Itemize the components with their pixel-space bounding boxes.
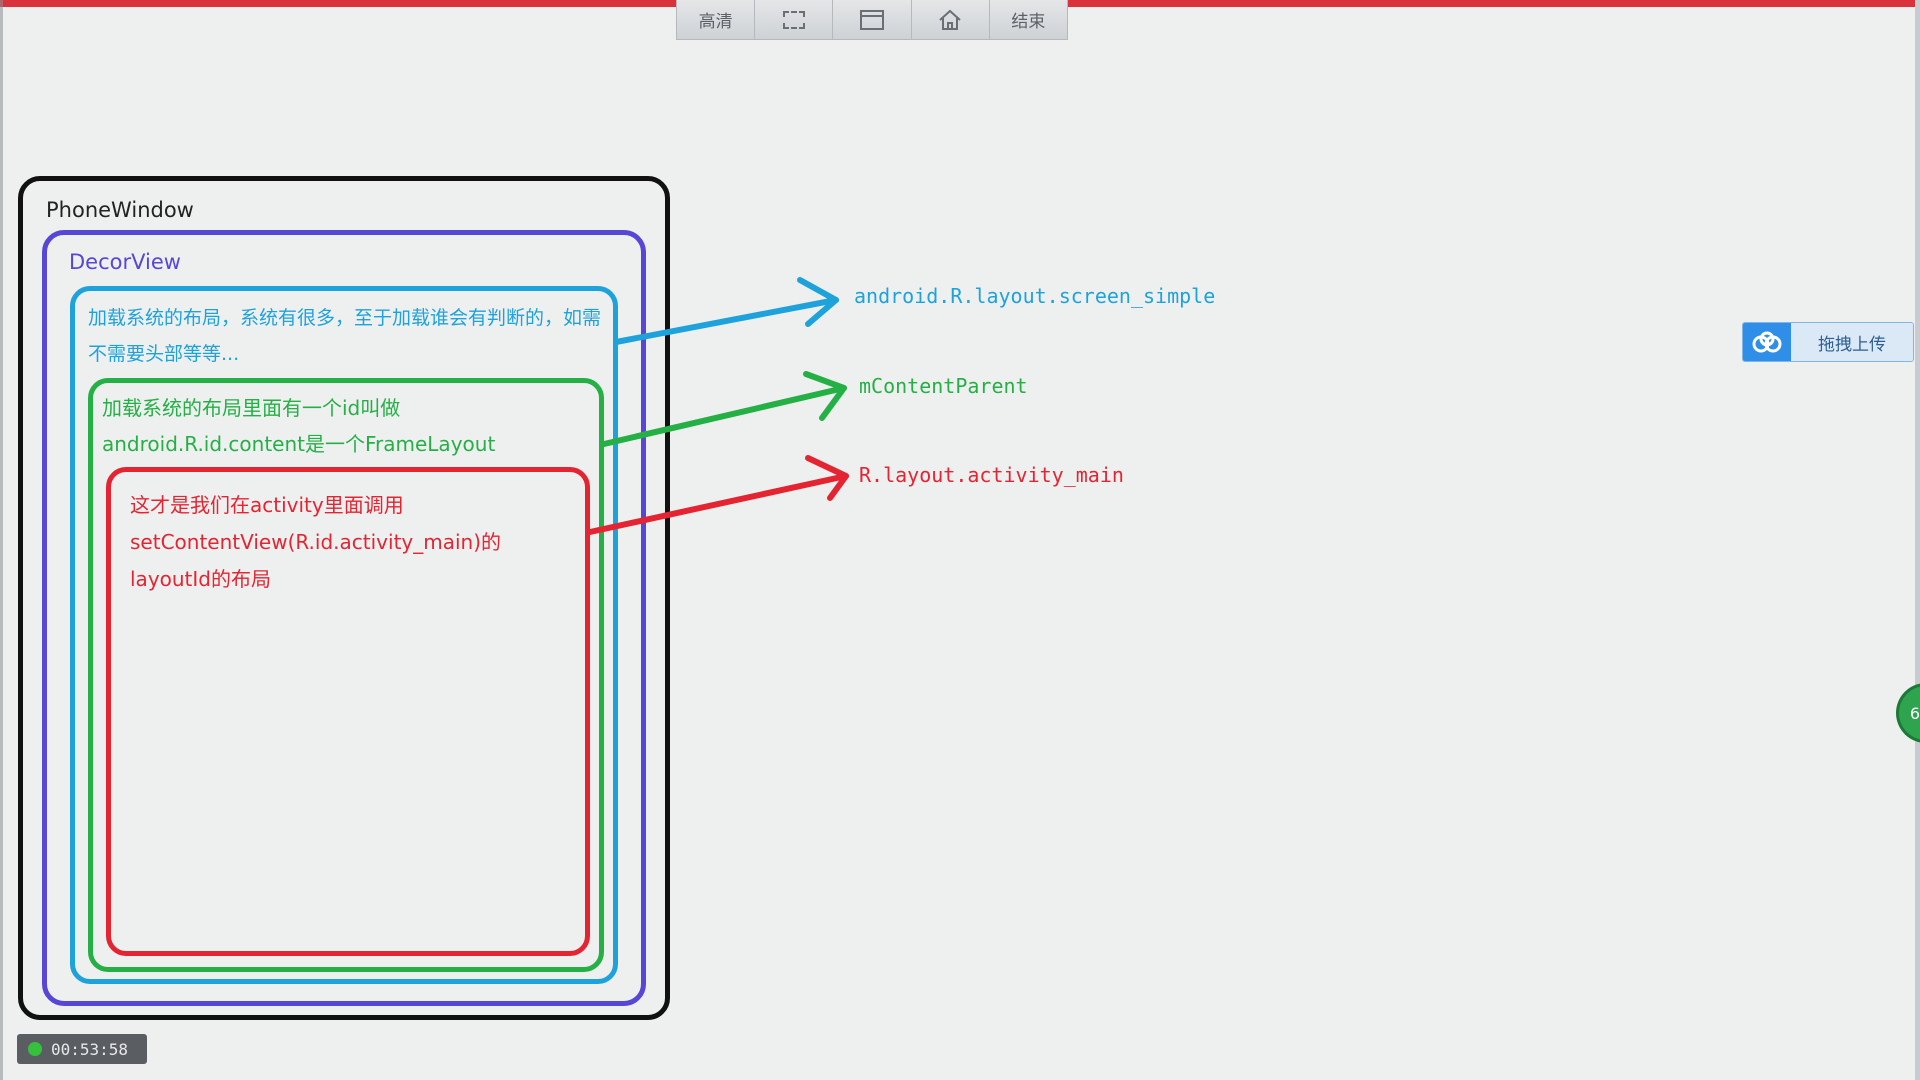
- recording-time: 00:53:58: [51, 1039, 129, 1059]
- window-button[interactable]: [833, 0, 912, 39]
- hd-button[interactable]: 高清: [677, 0, 756, 39]
- decor-view-label: DecorView: [69, 250, 181, 274]
- arrow-screen-simple: [613, 277, 839, 345]
- right-window-edge: [1915, 0, 1920, 1080]
- phone-window-box: [18, 176, 670, 1020]
- activity-main-box: [106, 467, 590, 956]
- hd-label: 高清: [698, 12, 733, 32]
- end-button[interactable]: 结束: [989, 0, 1068, 39]
- content-parent-label: mContentParent: [859, 374, 1028, 398]
- arrow-activity-main: [587, 455, 849, 535]
- end-label: 结束: [1011, 12, 1046, 32]
- decor-view-box: [42, 230, 646, 1006]
- arrow-content-parent: [601, 371, 847, 447]
- screen-simple-label: android.R.layout.screen_simple: [854, 284, 1216, 308]
- region-select-button[interactable]: [755, 0, 834, 39]
- recording-status-dot: [28, 1042, 42, 1056]
- screen-layout-box: [70, 286, 618, 984]
- activity-main-label: R.layout.activity_main: [859, 463, 1124, 487]
- drag-upload-button[interactable]: 拖拽上传: [1742, 322, 1914, 362]
- side-tab-label: 6: [1909, 703, 1920, 723]
- region-select-icon: [782, 10, 805, 29]
- window-icon: [860, 9, 884, 30]
- home-button[interactable]: [911, 0, 990, 39]
- content-frame-box: [88, 378, 604, 972]
- left-window-edge: [0, 0, 3, 1080]
- activity-main-text: 这才是我们在activity里面调用setContentView(R.id.ac…: [130, 493, 502, 591]
- presentation-toolbar: 高清 结束: [676, 0, 1068, 40]
- home-icon: [939, 9, 961, 30]
- drag-upload-label: 拖拽上传: [1791, 323, 1913, 361]
- phone-window-label: PhoneWindow: [46, 198, 194, 222]
- content-frame-text: 加载系统的布局里面有一个id叫做android.R.id.content是一个F…: [102, 396, 496, 456]
- screen-layout-text: 加载系统的布局，系统有很多，至于加载谁会有判断的，如需不需要头部等等...: [88, 307, 602, 365]
- recording-timer: 00:53:58: [17, 1034, 147, 1064]
- cloud-upload-icon: [1743, 323, 1791, 361]
